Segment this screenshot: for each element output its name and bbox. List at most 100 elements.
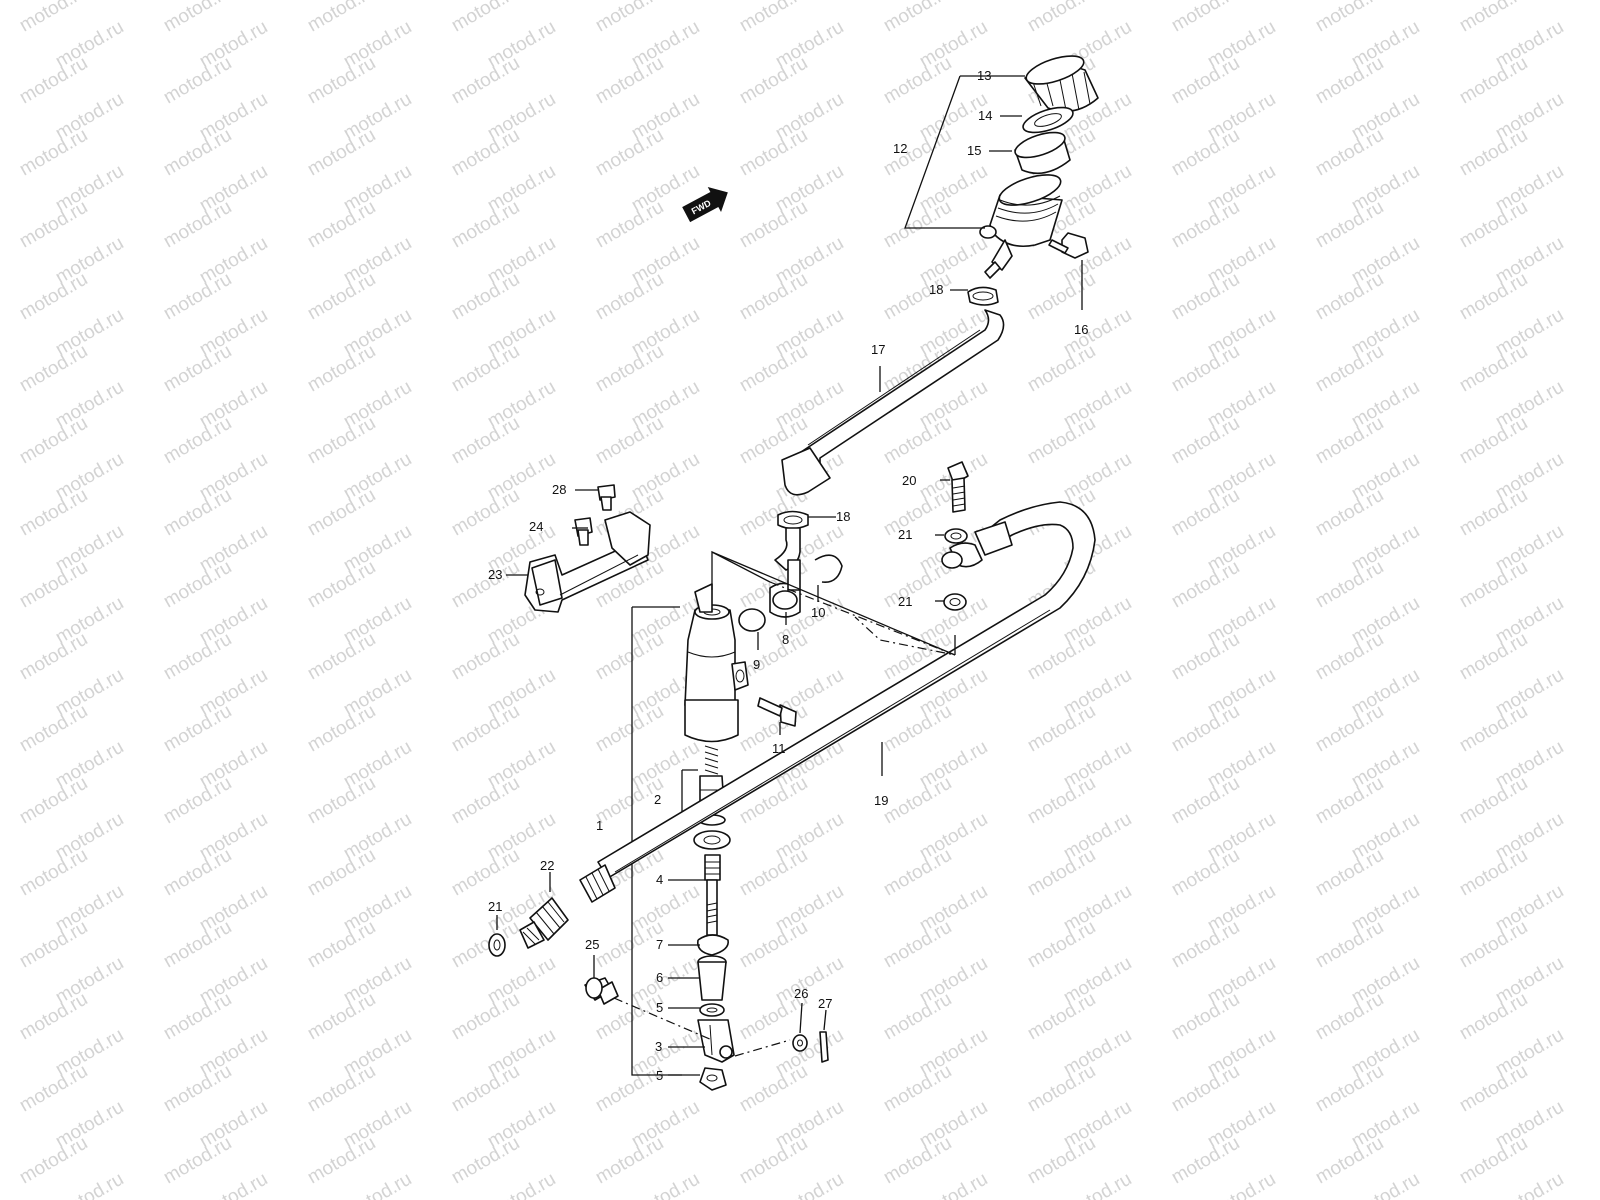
watermark-text: motod.ru <box>628 1169 703 1200</box>
reservoir-assembly <box>904 55 1099 279</box>
watermark-text: motod.ru <box>592 341 667 397</box>
watermark-text: motod.ru <box>592 53 667 109</box>
watermark-text: motod.ru <box>592 1133 667 1189</box>
callout-20: 20 <box>902 473 916 488</box>
sealing-washer-lower <box>943 593 967 611</box>
diaphragm <box>1014 131 1071 175</box>
watermark-text: motod.ru <box>880 197 955 253</box>
watermark-text: motod.ru <box>736 197 811 253</box>
watermark-text: motod.ru <box>160 845 235 901</box>
watermark-text: motod.ru <box>16 341 91 397</box>
watermark-text: motod.ru <box>1168 0 1243 36</box>
brake-light-switch <box>519 897 569 949</box>
watermark-text: motod.ru <box>736 1061 811 1117</box>
watermark-text: motod.ru <box>1456 53 1531 109</box>
watermark-text: motod.ru <box>16 557 91 613</box>
watermark-text: motod.ru <box>1060 1169 1135 1200</box>
watermark-text: motod.ru <box>1168 53 1243 109</box>
watermark-text: motod.ru <box>1168 629 1243 685</box>
watermark-text: motod.ru <box>160 629 235 685</box>
watermark-text: motod.ru <box>1312 197 1387 253</box>
callout-9: 9 <box>753 657 760 672</box>
watermark-text: motod.ru <box>880 125 955 181</box>
watermark-text: motod.ru <box>736 269 811 325</box>
watermark-text: motod.ru <box>16 125 91 181</box>
cotter-pin <box>819 1031 829 1063</box>
callout-18-upper: 18 <box>929 282 943 297</box>
callout-15: 15 <box>967 143 981 158</box>
watermark-text: motod.ru <box>592 125 667 181</box>
watermark-text: motod.ru <box>1024 1061 1099 1117</box>
watermark-text: motod.ru <box>916 1169 991 1200</box>
watermark-text: motod.ru <box>1312 1061 1387 1117</box>
sealing-washer-switch <box>488 933 506 957</box>
watermark-text: motod.ru <box>16 0 91 36</box>
dust-boot <box>697 955 727 1001</box>
watermark-text: motod.ru <box>16 989 91 1045</box>
callout-16: 16 <box>1074 322 1088 337</box>
watermark-text: motod.ru <box>736 53 811 109</box>
watermark-text: motod.ru <box>880 53 955 109</box>
callout-17: 17 <box>871 342 885 357</box>
watermark-text: motod.ru <box>1312 773 1387 829</box>
watermark-text: motod.ru <box>592 0 667 36</box>
watermark-text: motod.ru <box>1312 53 1387 109</box>
watermark-text: motod.ru <box>1456 197 1531 253</box>
master-cylinder-body <box>684 583 749 743</box>
bracket-screw-28 <box>597 484 616 511</box>
callout-26: 26 <box>794 986 808 1001</box>
watermark-text: motod.ru <box>880 1061 955 1117</box>
watermark-text: motod.ru <box>880 989 955 1045</box>
watermark-text: motod.ru <box>1024 0 1099 36</box>
lock-nut-lower <box>699 1067 727 1091</box>
watermark-text: motod.ru <box>880 269 955 325</box>
sealing-washer-upper <box>944 528 968 544</box>
watermark-text: motod.ru <box>16 629 91 685</box>
watermark-text: motod.ru <box>1312 557 1387 613</box>
watermark-text: motod.ru <box>16 53 91 109</box>
watermark-text: motod.ru <box>304 413 379 469</box>
push-rod <box>706 879 718 936</box>
watermark-text: motod.ru <box>448 53 523 109</box>
watermark-text: motod.ru <box>880 413 955 469</box>
watermark-text: motod.ru <box>1312 413 1387 469</box>
watermark-text: motod.ru <box>160 485 235 541</box>
watermark-text: motod.ru <box>1456 845 1531 901</box>
watermark-text: motod.ru <box>304 485 379 541</box>
watermark-text: motod.ru <box>304 557 379 613</box>
watermark-text: motod.ru <box>1456 125 1531 181</box>
watermark-text: motod.ru <box>448 197 523 253</box>
callout-leaders <box>496 75 1083 1076</box>
watermark-text: motod.ru <box>592 269 667 325</box>
watermark-text: motod.ru <box>448 1133 523 1189</box>
watermark-text: motod.ru <box>1312 989 1387 1045</box>
pin-washer <box>792 1034 808 1052</box>
watermark-text: motod.ru <box>736 0 811 36</box>
callout-5-lower: 5 <box>656 1068 663 1083</box>
watermark-text: motod.ru <box>1024 845 1099 901</box>
callout-14: 14 <box>978 108 992 123</box>
callout-1: 1 <box>596 818 603 833</box>
watermark-text: motod.ru <box>304 1133 379 1189</box>
watermark-text: motod.ru <box>1024 413 1099 469</box>
watermark-text: motod.ru <box>1312 1133 1387 1189</box>
callout-21-lower: 21 <box>898 594 912 609</box>
watermark-text: motod.ru <box>304 1061 379 1117</box>
callout-28: 28 <box>552 482 566 497</box>
clevis <box>697 1019 735 1063</box>
watermark-text: motod.ru <box>448 413 523 469</box>
reservoir-body <box>979 174 1063 279</box>
watermark-text: motod.ru <box>16 773 91 829</box>
watermark-text: motod.ru <box>1168 701 1243 757</box>
watermark-text: motod.ru <box>448 557 523 613</box>
watermark-text: motod.ru <box>1456 413 1531 469</box>
watermark-text: motod.ru <box>880 1133 955 1189</box>
watermark-text: motod.ru <box>160 701 235 757</box>
watermark-text: motod.ru <box>448 1061 523 1117</box>
watermark-text: motod.ru <box>16 845 91 901</box>
reservoir-holder-bracket <box>524 511 651 613</box>
watermark-text: motod.ru <box>1168 341 1243 397</box>
watermark-text: motod.ru <box>1024 629 1099 685</box>
watermark-text: motod.ru <box>592 197 667 253</box>
